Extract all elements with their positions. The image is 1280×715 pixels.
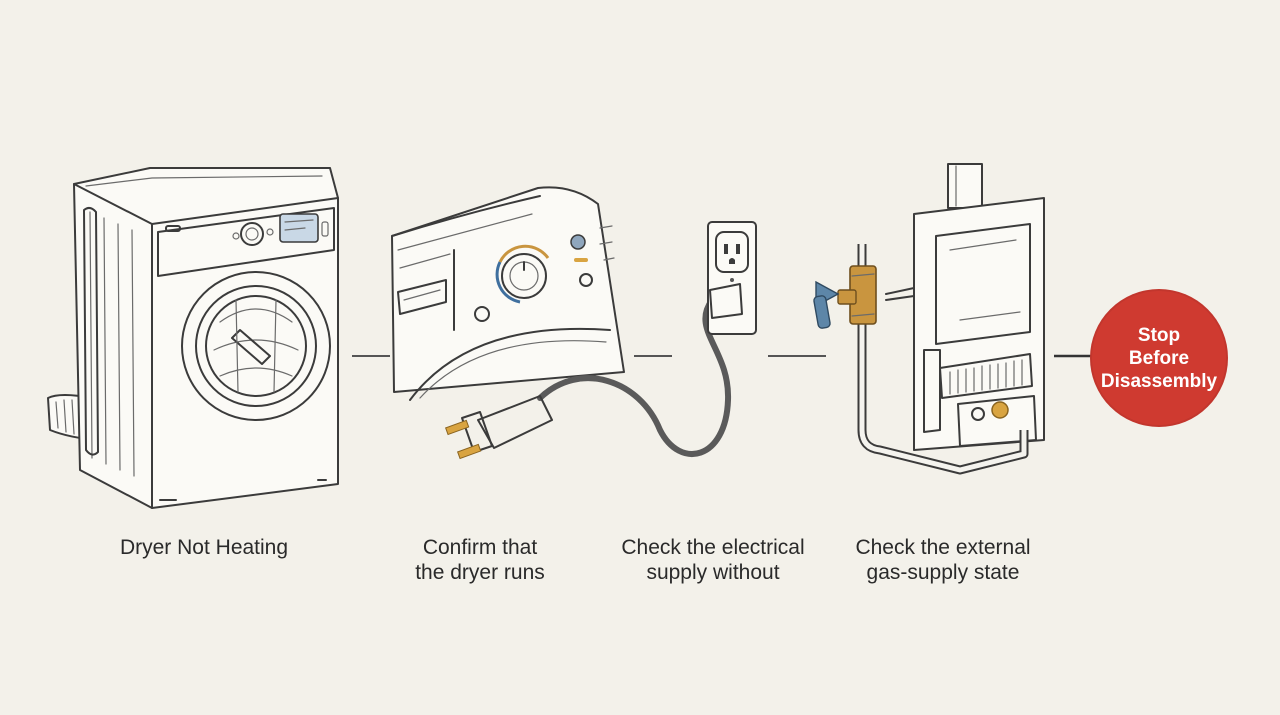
step-label-dryer-not-heating: Dryer Not Heating xyxy=(119,536,289,559)
plug-prong-icon xyxy=(444,419,470,436)
cycle-dial-icon xyxy=(240,222,264,246)
dryer-door-icon xyxy=(181,271,331,421)
door-release-icon xyxy=(165,225,181,232)
step-label-check-gas-supply: Check the external gas-supply state xyxy=(855,536,1031,584)
dryer-front-illustration xyxy=(47,167,339,509)
wall-outlet-illustration xyxy=(707,221,757,335)
gas-valve-fitting-icon xyxy=(991,401,1009,419)
burner-grille-icon xyxy=(939,353,1033,399)
stop-before-disassembly-badge: Stop Before Disassembly xyxy=(1090,289,1228,427)
button-icon xyxy=(570,234,586,250)
step-label-confirm-dryer-runs: Confirm that the dryer runs xyxy=(415,536,545,584)
step-label-check-electrical-supply: Check the electrical supply without xyxy=(621,536,805,584)
power-plug-illustration xyxy=(444,297,732,460)
dispenser-drawer-icon xyxy=(397,279,447,315)
gas-supply-illustration xyxy=(813,163,1045,475)
dryer-closeup-illustration xyxy=(391,186,625,401)
temperature-dial-icon xyxy=(495,244,550,304)
indicator-light-icon xyxy=(574,258,588,262)
